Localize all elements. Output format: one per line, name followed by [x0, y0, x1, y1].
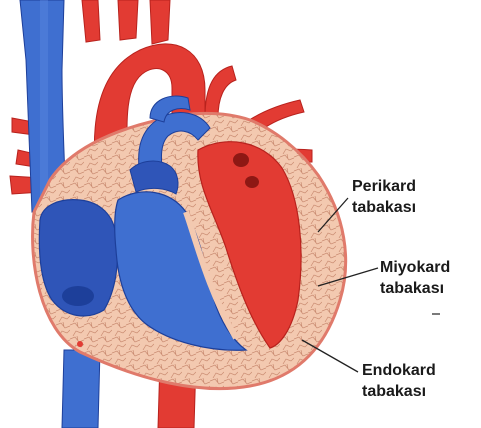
perikard-label-line1: Perikard	[352, 176, 416, 197]
endokard-label: Endokard tabakası	[362, 360, 436, 402]
marker-dot	[77, 341, 83, 347]
miyokard-label-line1: Miyokard	[380, 257, 450, 278]
perikard-label-line2: tabakası	[352, 197, 416, 218]
endokard-label-line2: tabakası	[362, 381, 436, 402]
perikard-label: Perikard tabakası	[352, 176, 416, 218]
endokard-label-line1: Endokard	[362, 360, 436, 381]
miyokard-label: Miyokard tabakası	[380, 257, 450, 299]
miyokard-label-line2: tabakası	[380, 278, 450, 299]
